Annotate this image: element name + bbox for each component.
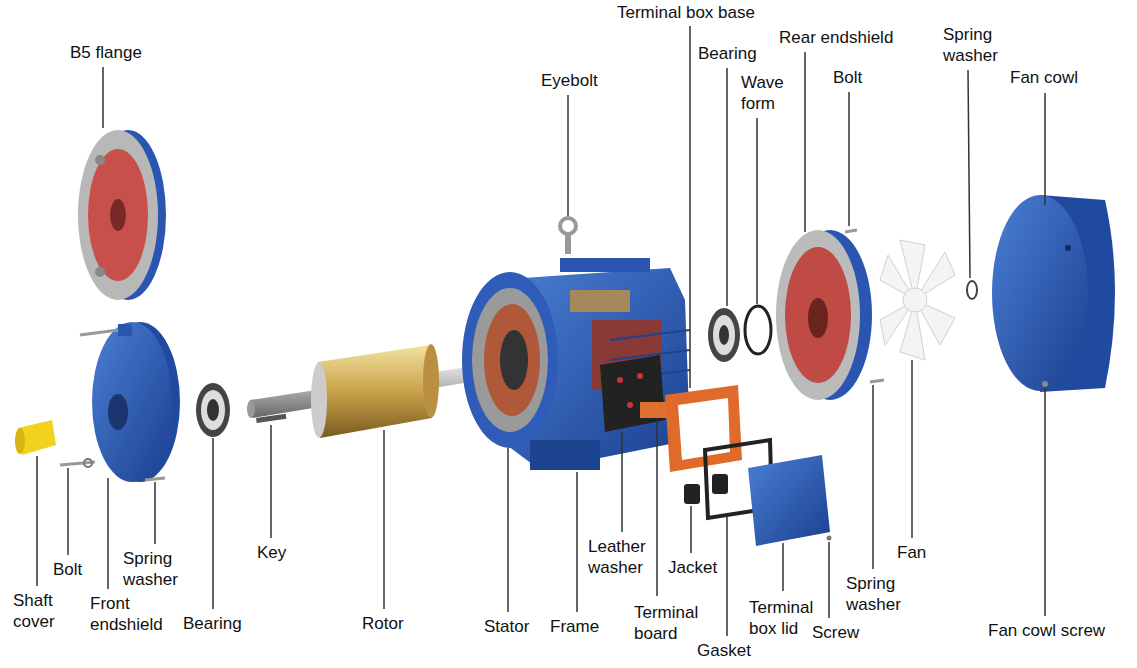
- shaft-cover: [15, 420, 56, 455]
- spring-washer: [967, 281, 977, 299]
- part-label: Fan cowl: [1010, 67, 1078, 88]
- leader-lines: [37, 26, 1045, 636]
- part-label: Bearing: [183, 613, 242, 634]
- part-label: Spring washer: [943, 24, 1005, 66]
- part-label: Front endshield: [90, 593, 166, 635]
- part-label: Bolt: [53, 559, 82, 580]
- part-label: Terminal box lid: [749, 597, 821, 639]
- b5-flange: [78, 130, 166, 300]
- part-label: B5 flange: [70, 42, 142, 63]
- part-label: Gasket: [697, 640, 751, 661]
- part-label: Terminal board: [634, 602, 704, 644]
- part-label: Wave form: [741, 72, 789, 114]
- part-label: Rear endshield: [779, 27, 893, 48]
- part-label: Screw: [812, 622, 859, 643]
- part-label: Spring washer: [123, 548, 185, 590]
- jacket: [684, 474, 728, 504]
- part-label: Eyebolt: [541, 70, 598, 91]
- leather-washer: [600, 355, 665, 432]
- rear-endshield: [776, 230, 884, 400]
- part-label: Fan cowl screw: [988, 620, 1105, 641]
- part-label: Fan: [897, 542, 926, 563]
- part-label: Spring washer: [846, 573, 908, 615]
- rear-bearing: [708, 308, 740, 362]
- part-label: Frame: [550, 616, 599, 637]
- eyebolt: [560, 218, 576, 254]
- frame: [462, 258, 690, 470]
- front-endshield: [60, 322, 180, 482]
- fan-cowl: [992, 195, 1115, 392]
- rotor: [311, 344, 439, 438]
- part-label: Leather washer: [588, 536, 652, 578]
- part-label: Key: [257, 542, 286, 563]
- terminal-box-lid: [748, 455, 832, 546]
- part-label: Terminal box base: [617, 2, 755, 23]
- front-bearing: [196, 383, 230, 437]
- fan: [880, 240, 955, 360]
- part-label: Jacket: [668, 557, 717, 578]
- wave-washer: [745, 306, 771, 354]
- part-label: Bolt: [833, 67, 862, 88]
- part-label: Rotor: [362, 613, 404, 634]
- part-label: Bearing: [698, 43, 757, 64]
- part-label: Shaft cover: [13, 590, 63, 632]
- part-label: Stator: [484, 616, 529, 637]
